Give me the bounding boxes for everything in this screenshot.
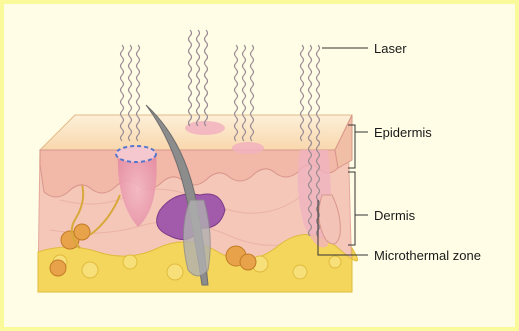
ablation-zone-outline: [116, 146, 156, 162]
laser-label: Laser: [374, 41, 407, 56]
microthermal-zone-label: Microthermal zone: [374, 248, 481, 263]
dermis-label: Dermis: [374, 208, 416, 223]
epidermis-label: Epidermis: [374, 125, 432, 140]
